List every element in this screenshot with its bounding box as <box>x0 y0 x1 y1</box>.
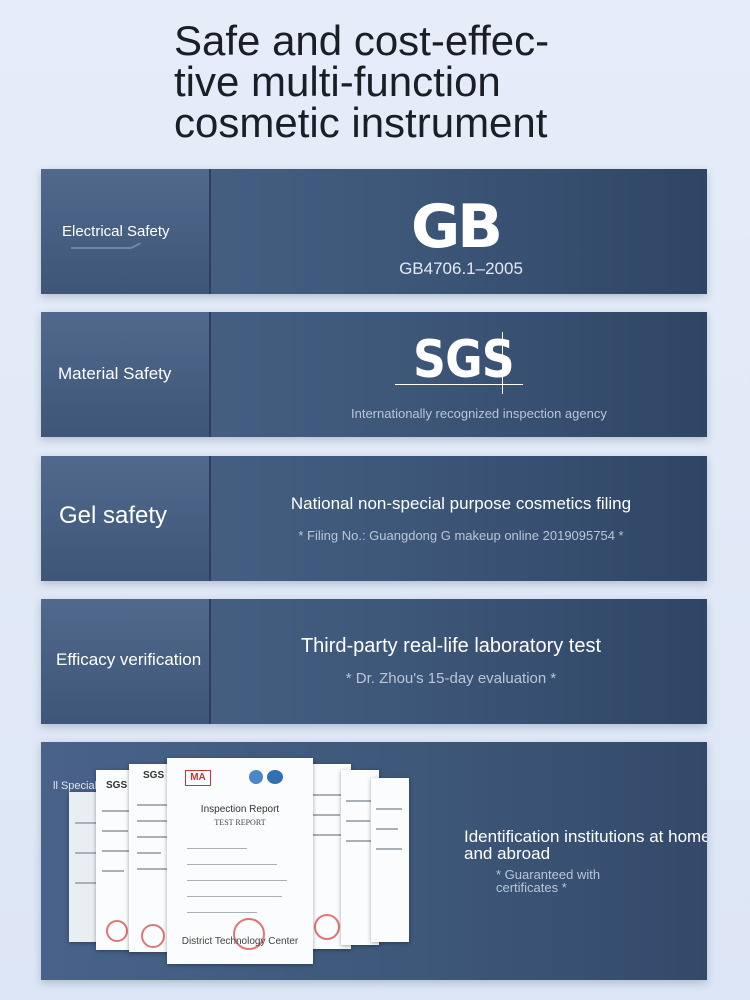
sgs-logo: SGS <box>413 330 515 390</box>
sgs-mark: SGS <box>106 780 128 791</box>
gb-logo: GB <box>411 192 503 262</box>
panel-label-area <box>41 456 211 581</box>
panel-efficacy-verification: Efficacy verification Third-party real-l… <box>41 599 707 724</box>
electrical-safety-label: Electrical Safety <box>62 223 170 240</box>
panel-label-area <box>41 169 211 294</box>
efficacy-evaluation-note: * Dr. Zhou's 15-day evaluation * <box>345 670 557 687</box>
efficacy-test-title: Third-party real-life laboratory test <box>300 635 602 657</box>
report-footer: District Technology Center <box>181 936 299 947</box>
ilac-logo-icon <box>267 770 283 784</box>
panel-label-area <box>41 599 211 724</box>
panel-material-safety: Material Safety SGS Internationally reco… <box>41 312 707 437</box>
gel-filing-title: National non-special purpose cosmetics f… <box>290 494 632 513</box>
motion-streak-icon <box>71 243 141 249</box>
report-title: Inspection Report <box>200 804 280 815</box>
inspection-report-document: MA Inspection Report TEST REPORT Distric… <box>167 758 313 964</box>
panel-institutions: ll Special SGS SGS MA <box>41 742 707 980</box>
gb-standard-code: GB4706.1–2005 <box>399 259 523 278</box>
efficacy-verification-label: Efficacy verification <box>56 650 202 669</box>
panel-label-area <box>41 312 211 437</box>
sgs-logo-underline <box>395 384 523 385</box>
title-line-2: tive multi-function <box>174 58 501 105</box>
gel-safety-label: Gel safety <box>59 502 168 529</box>
gel-filing-number: * Filing No.: Guangdong G makeup online … <box>298 528 624 543</box>
title-line-3: cosmetic instrument <box>174 99 548 146</box>
special-tag: ll Special <box>53 780 98 792</box>
sgs-description: Internationally recognized inspection ag… <box>351 406 607 421</box>
red-stamp <box>233 918 265 950</box>
institutions-title: Identification institutions at home and … <box>464 827 707 863</box>
sgs-logo-divider <box>502 332 503 394</box>
institutions-note: * Guaranteed with certificates * <box>496 867 601 895</box>
document-sheet <box>371 778 409 942</box>
panel-electrical-safety: Electrical Safety GB GB4706.1–2005 <box>41 169 707 294</box>
sgs-mark: SGS <box>143 770 165 781</box>
panel-gel-safety: Gel safety National non-special purpose … <box>41 456 707 581</box>
cnas-logo-icon <box>249 770 263 784</box>
ma-mark: MA <box>185 770 211 786</box>
report-subtitle: TEST REPORT <box>214 818 266 827</box>
material-safety-label: Material Safety <box>58 364 172 383</box>
page-title: Safe and cost-effec- tive multi-function… <box>174 17 594 146</box>
title-line-1: Safe and cost-effec- <box>174 17 550 64</box>
